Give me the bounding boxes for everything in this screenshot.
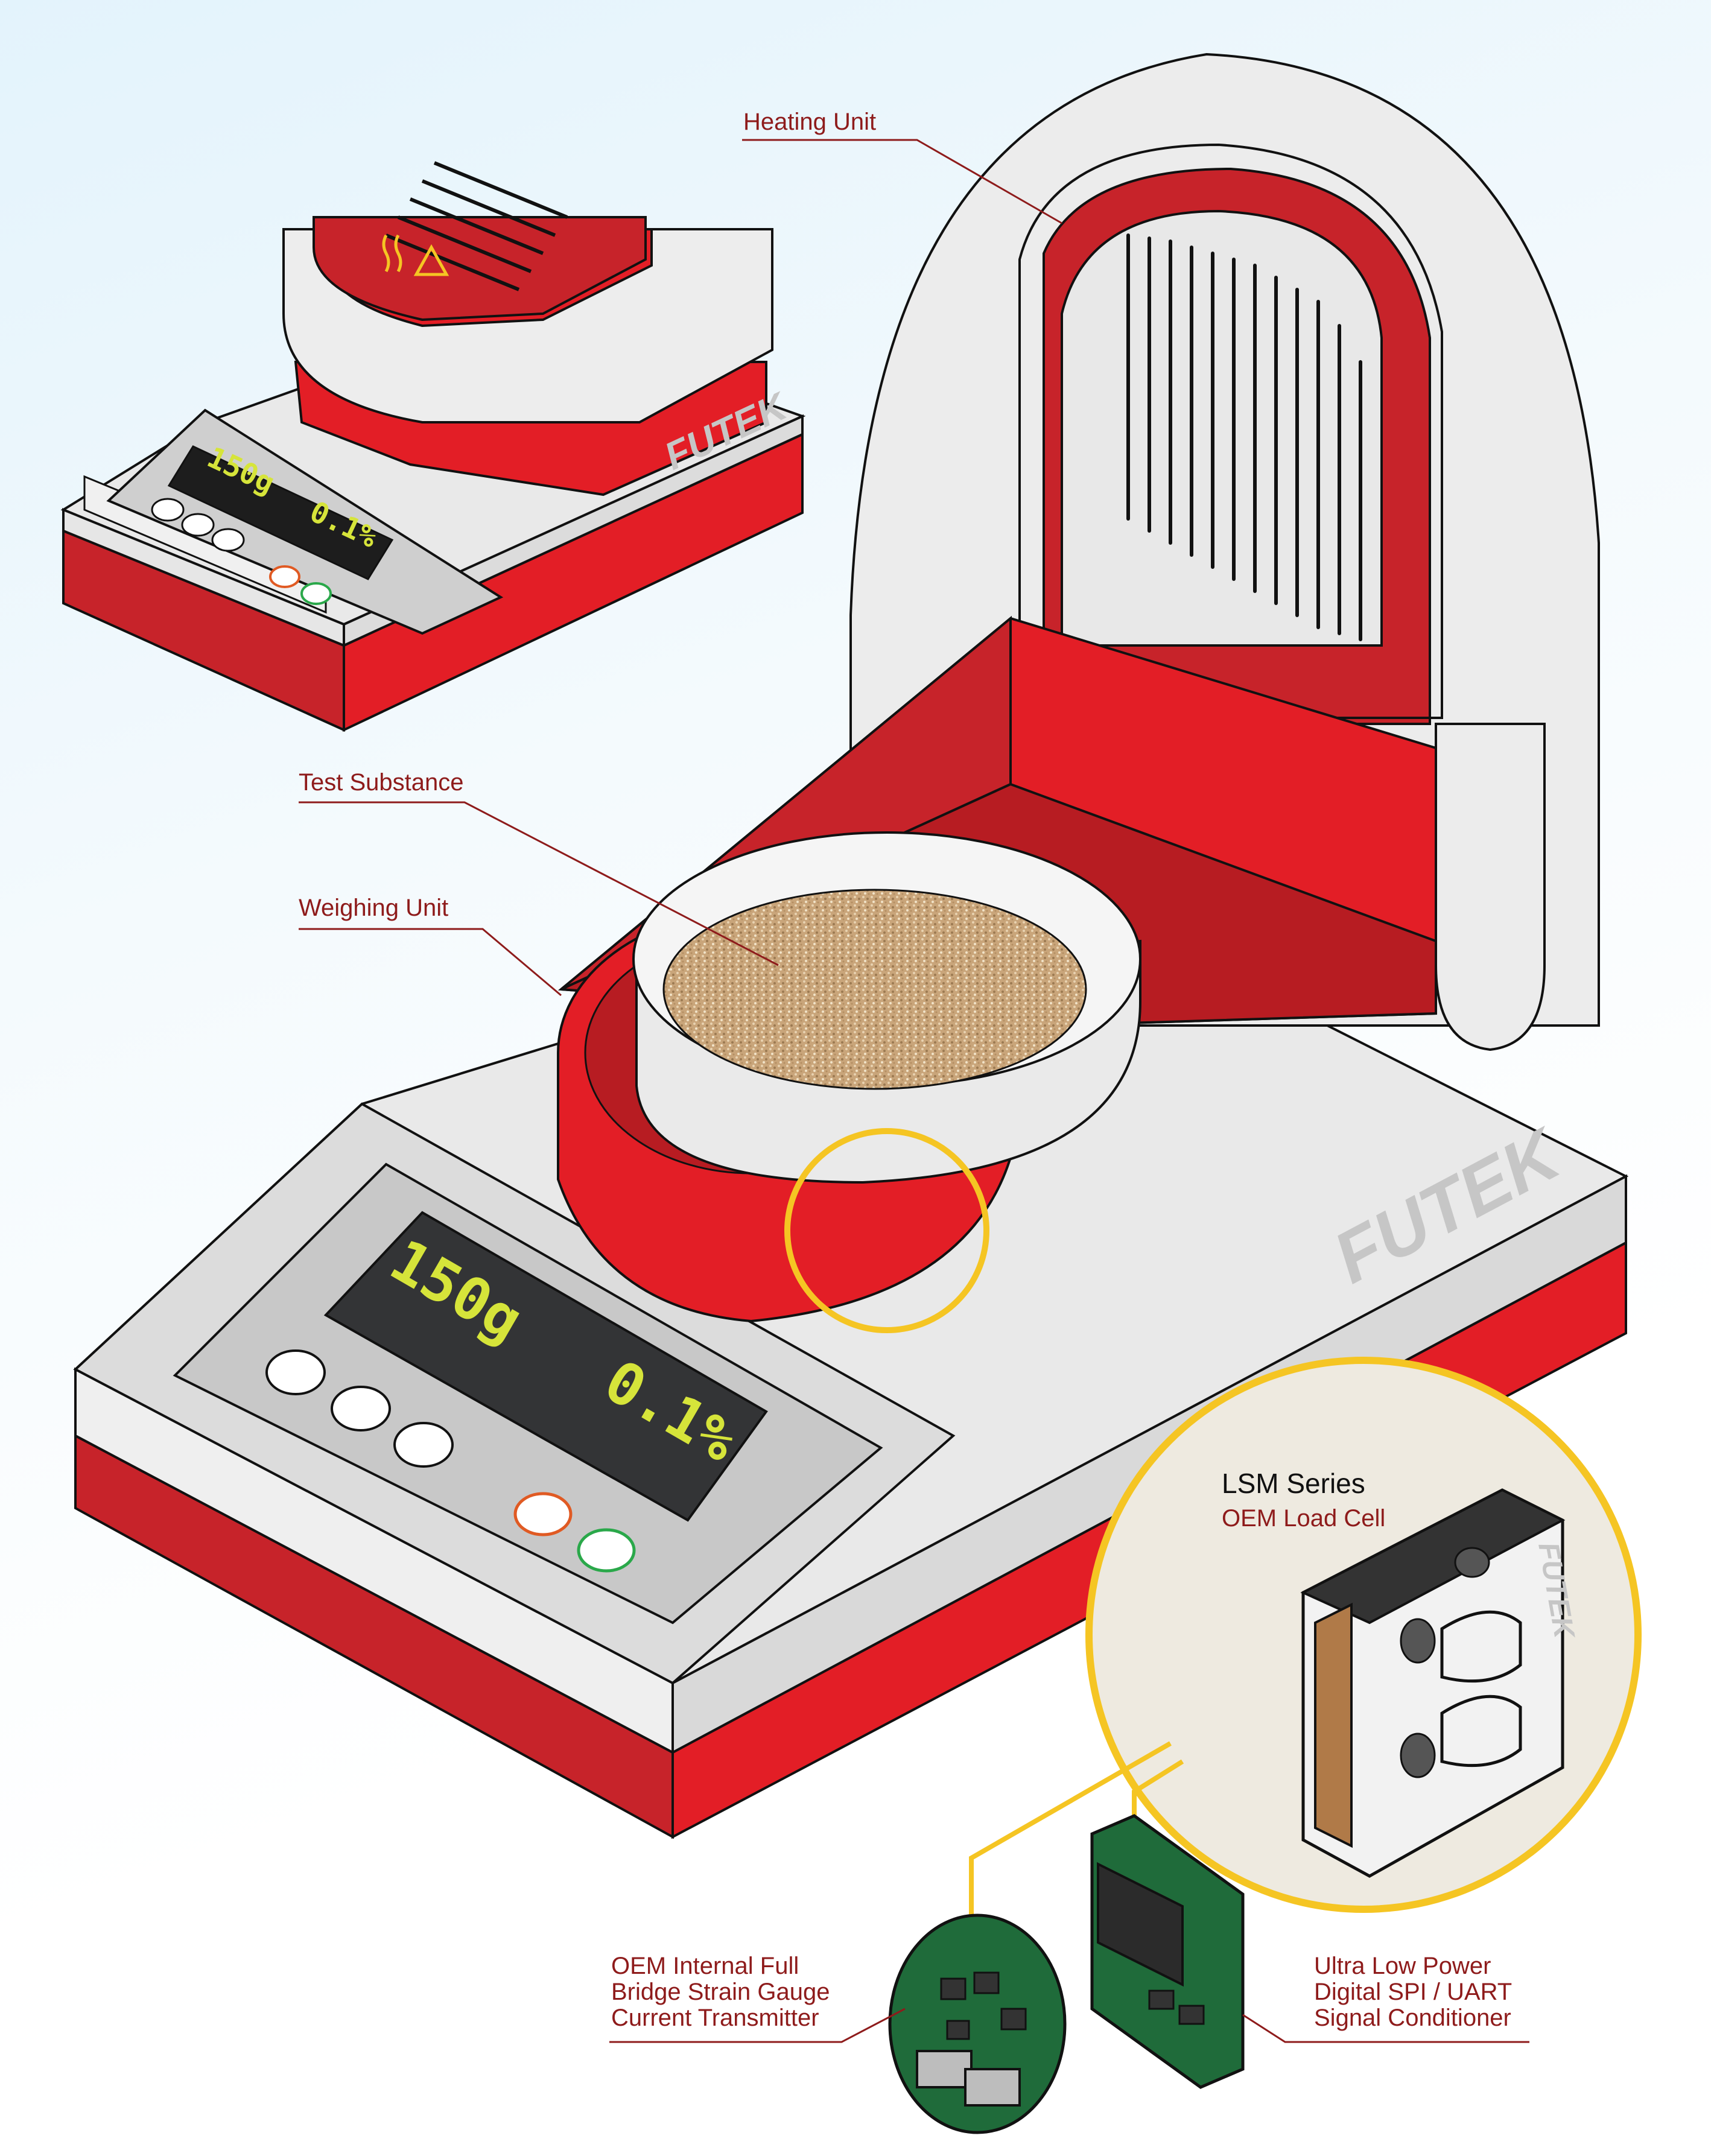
signal-conditioner-board [1090, 1814, 1245, 2089]
load-cell-location-highlight [784, 1128, 989, 1333]
transmitter-label-line3: Current Transmitter [611, 2005, 819, 2031]
small-vent-slots [385, 161, 568, 291]
transmitter-label-line1: OEM Internal Full [611, 1953, 799, 1979]
conditioner-label-line3: Signal Conditioner [1314, 2005, 1511, 2031]
callout-leader-lines [299, 139, 1529, 2043]
lsm-series-subtitle: OEM Load Cell [1222, 1505, 1385, 1532]
current-transmitter-board [888, 1913, 1067, 2134]
conditioner-label-line2: Digital SPI / UART [1314, 1979, 1512, 2005]
heating-element-bars [1126, 233, 1362, 641]
lsm-series-title: LSM Series [1222, 1468, 1365, 1499]
small-heat-warning-icon [382, 234, 449, 276]
test-substance-label: Test Substance [299, 769, 464, 796]
small-analyzer [60, 216, 806, 732]
transmitter-label-line2: Bridge Strain Gauge [611, 1979, 830, 2005]
conditioner-label-line1: Ultra Low Power [1314, 1953, 1491, 1979]
weighing-unit-label: Weighing Unit [299, 895, 448, 921]
heating-unit-label: Heating Unit [743, 109, 876, 135]
lsm-detail-circle [1085, 1357, 1642, 1913]
